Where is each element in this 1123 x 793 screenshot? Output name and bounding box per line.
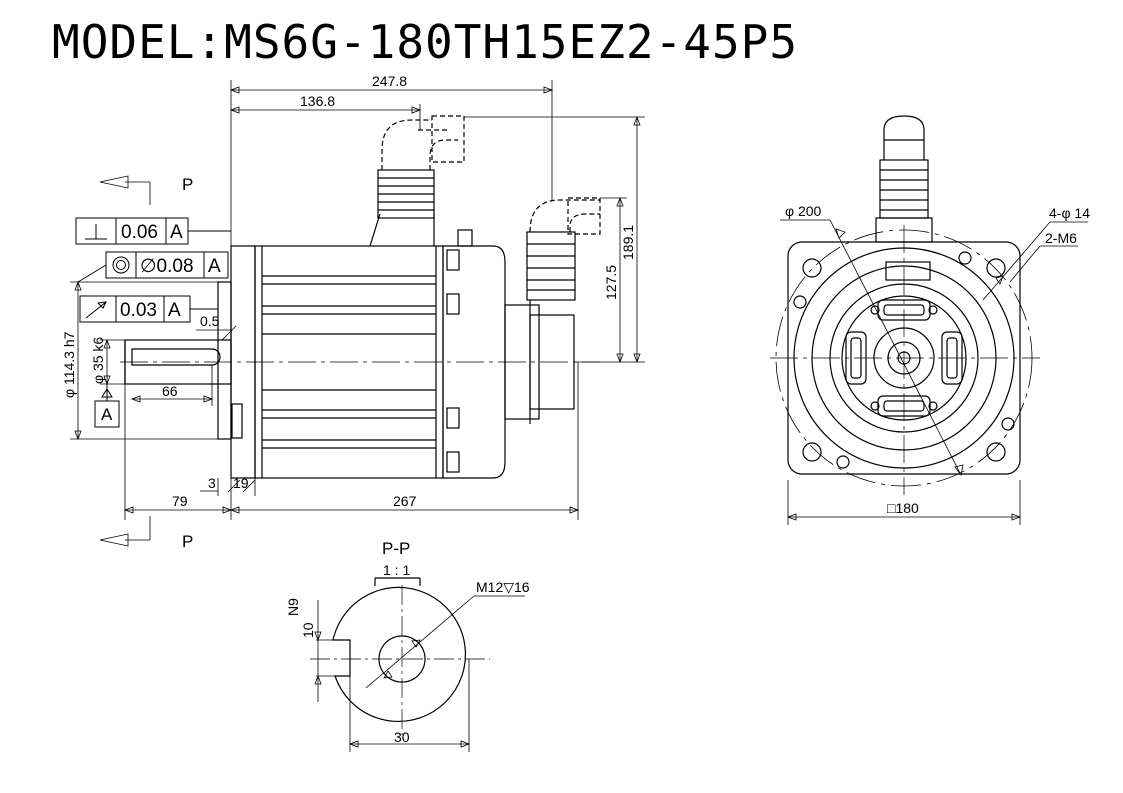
holes-label: 4-φ 14 bbox=[1049, 205, 1090, 221]
dim-127-5: 127.5 bbox=[603, 265, 619, 300]
section-view bbox=[310, 577, 490, 735]
signal-connector bbox=[526, 197, 601, 301]
dim-30: 30 bbox=[394, 729, 410, 745]
section-scale: 1 : 1 bbox=[383, 562, 410, 578]
dia-35: φ 35 k6 bbox=[90, 337, 106, 384]
power-connector bbox=[369, 115, 465, 247]
side-view bbox=[120, 115, 601, 479]
tol-perp-value: 0.06 bbox=[121, 222, 158, 243]
dim-3: 3 bbox=[208, 475, 216, 491]
dia-200: φ 200 bbox=[785, 203, 822, 219]
side-dimensions bbox=[70, 80, 645, 547]
thread-label: M12▽16 bbox=[476, 579, 530, 595]
dim-136-8: 136.8 bbox=[300, 93, 335, 109]
dim-267: 267 bbox=[393, 493, 417, 509]
pilot bbox=[217, 281, 232, 440]
tolerance-text: 0.06 A ∅0.08 A 0.03 A A bbox=[101, 222, 221, 424]
section-dimensions bbox=[314, 595, 525, 752]
section-label-bottom: P bbox=[182, 532, 193, 551]
tol-conc-datum: A bbox=[208, 256, 221, 277]
dim-19: 19 bbox=[233, 475, 249, 491]
section-text: P-P 1 : 1 M12▽16 N9 10 30 bbox=[285, 539, 530, 745]
threads-label: 2-M6 bbox=[1045, 230, 1077, 246]
shaft-section bbox=[332, 586, 467, 722]
dim-66: 66 bbox=[162, 383, 178, 399]
side-dimension-text: 247.8 136.8 189.1 127.5 0.5 66 3 19 79 2… bbox=[61, 73, 636, 551]
cooling-fins bbox=[262, 275, 436, 449]
tol-conc-value: ∅0.08 bbox=[140, 256, 194, 277]
front-view bbox=[770, 115, 1040, 495]
front-connector bbox=[875, 115, 933, 243]
dim-10: 10 bbox=[300, 622, 316, 638]
front-dimensions bbox=[780, 219, 1088, 525]
square-label: □180 bbox=[887, 500, 919, 516]
tol-runout-value: 0.03 bbox=[120, 300, 157, 321]
section-title: P-P bbox=[382, 539, 410, 558]
dia-114: φ 114.3 h7 bbox=[61, 331, 77, 398]
tolerance-frames bbox=[75, 217, 231, 428]
encoder-housing bbox=[504, 304, 540, 420]
section-label-top: P bbox=[182, 175, 193, 194]
dim-n9: N9 bbox=[285, 598, 301, 616]
tol-perp-datum: A bbox=[170, 222, 183, 243]
dim-189-1: 189.1 bbox=[620, 225, 636, 260]
model-title: MODEL:MS6G-180TH15EZ2-45P5 bbox=[52, 15, 798, 69]
mounting-holes bbox=[793, 251, 1015, 469]
dim-79: 79 bbox=[172, 493, 188, 509]
dim-247-8: 247.8 bbox=[372, 73, 407, 89]
front-dimension-text: φ 200 4-φ 14 2-M6 □180 bbox=[785, 203, 1090, 516]
tol-runout-datum: A bbox=[168, 300, 181, 321]
datum-a: A bbox=[101, 405, 113, 424]
dim-0-5: 0.5 bbox=[200, 313, 220, 329]
